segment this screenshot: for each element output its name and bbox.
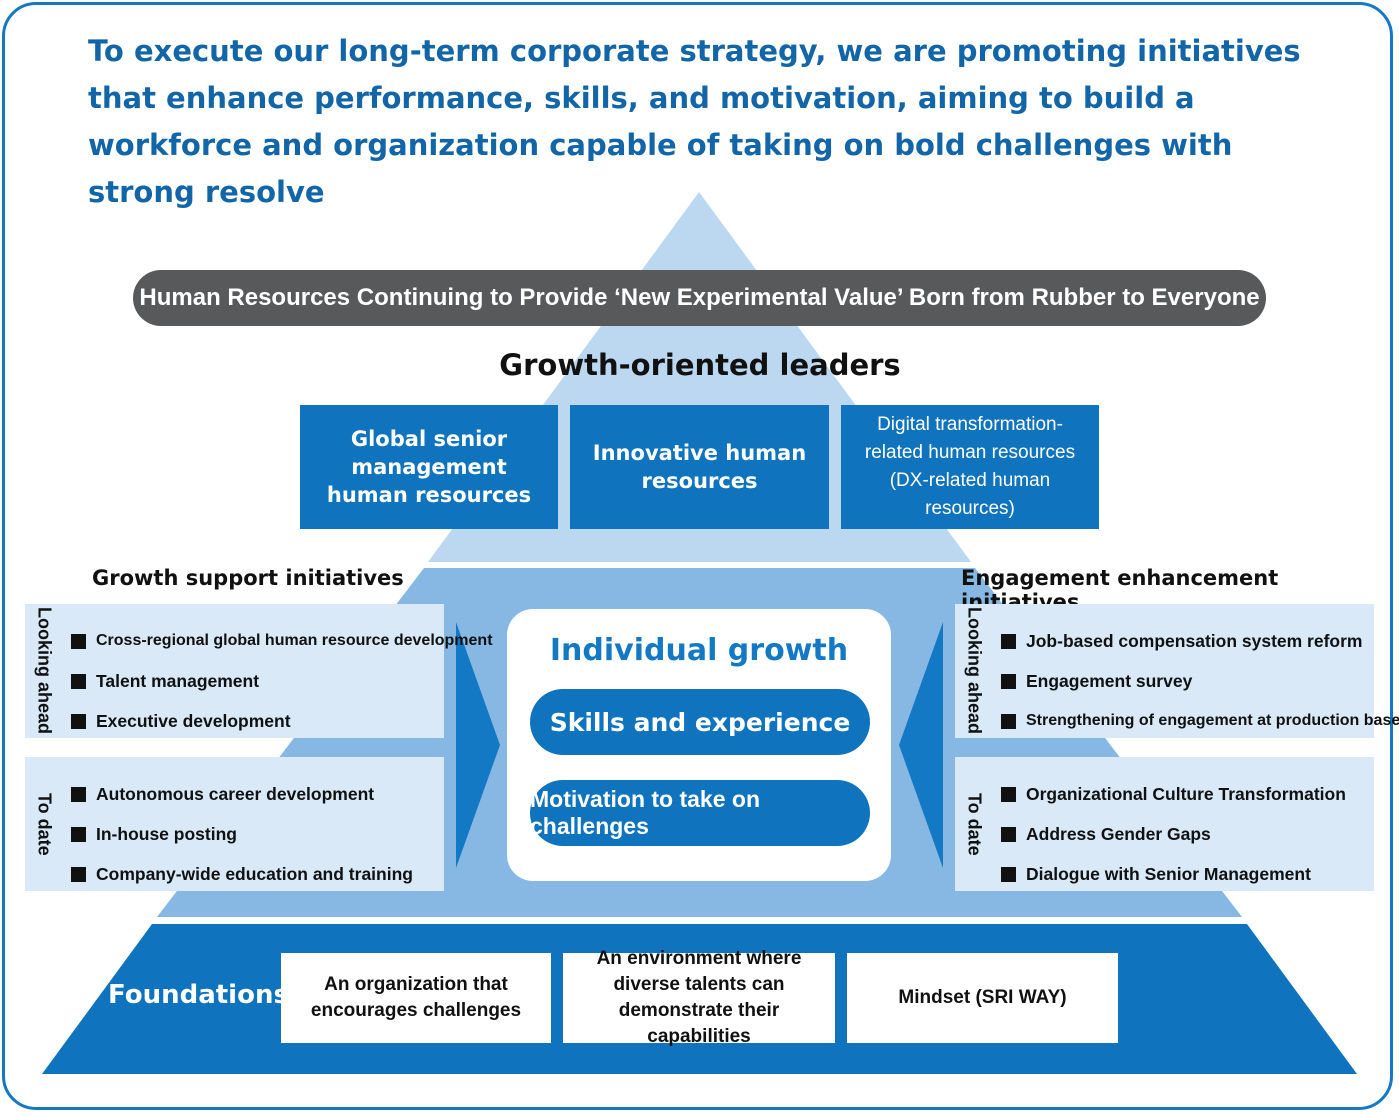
pyramid-top-tier [428, 192, 971, 562]
individual-growth-box: Individual growth Skills and experience … [507, 609, 891, 881]
leader-box-label: Global senior management human resources [326, 427, 532, 507]
leader-box-label: Digital transformation-related human res… [864, 414, 1076, 519]
square-bullet-icon [71, 713, 86, 729]
list-item: Cross-regional global human resource dev… [71, 621, 493, 661]
square-bullet-icon [1001, 866, 1016, 882]
square-bullet-icon [71, 786, 86, 802]
vertical-label: To date [955, 757, 993, 891]
list-item-text: Address Gender Gaps [1026, 823, 1211, 844]
list-item: Talent management [71, 661, 493, 701]
square-bullet-icon [1001, 826, 1016, 842]
foundation-box-label: Mindset (SRI WAY) [898, 987, 1067, 1008]
looking-ahead-label: Looking ahead [34, 607, 55, 735]
list-item-text: Executive development [96, 710, 291, 731]
engagement-to-date-panel: To date Organizational Culture Transform… [955, 757, 1374, 891]
square-bullet-icon [71, 866, 86, 882]
to-date-label: To date [34, 792, 55, 856]
leaders-title: Growth-oriented leaders [499, 348, 901, 382]
leader-box-innovative: Innovative human resources [570, 405, 829, 529]
leader-box-label: Innovative human resources [592, 441, 807, 493]
item-list: Cross-regional global human resource dev… [71, 621, 493, 741]
list-item-text: Talent management [96, 670, 260, 691]
list-item: Executive development [71, 701, 493, 741]
foundation-box-organization: An organization that encourages challeng… [281, 953, 551, 1043]
list-item-text: Company-wide education and training [96, 863, 413, 884]
list-item: Autonomous career development [71, 774, 413, 814]
foundation-box-environment: An environment where diverse talents can… [563, 948, 835, 1047]
list-item: Address Gender Gaps [1001, 814, 1346, 854]
list-item-text: Job-based compensation system reform [1026, 630, 1363, 651]
to-date-label: To date [964, 792, 985, 856]
square-bullet-icon [1001, 786, 1016, 802]
square-bullet-icon [71, 673, 86, 689]
list-item: Dialogue with Senior Management [1001, 854, 1346, 894]
leader-box-dx: Digital transformation-related human res… [841, 405, 1099, 529]
list-item-text: Autonomous career development [96, 783, 375, 804]
mission-banner: Human Resources Continuing to Provide ‘N… [133, 270, 1266, 326]
list-item-text: Organizational Culture Transformation [1026, 783, 1346, 804]
left-arrow-right-icon [456, 622, 500, 868]
growth-looking-ahead-panel: Looking ahead Cross-regional global huma… [25, 604, 493, 738]
headline: To execute our long-term corporate strat… [88, 34, 1301, 209]
foundations-label: Foundations [108, 980, 289, 1010]
foundation-box-label: An organization that encourages challeng… [310, 974, 522, 1021]
motivation-pill: Motivation to take on challenges [530, 780, 870, 846]
item-list: Job-based compensation system reform Eng… [1001, 621, 1399, 741]
looking-ahead-label: Looking ahead [964, 607, 985, 735]
list-item-text: Cross-regional global human resource dev… [96, 632, 493, 649]
list-item: Job-based compensation system reform [1001, 621, 1399, 661]
pill-label: Skills and experience [549, 707, 851, 737]
square-bullet-icon [71, 826, 86, 842]
vertical-label: Looking ahead [25, 604, 63, 738]
foundation-box-label: An environment where diverse talents can… [596, 948, 802, 1047]
pill-label: Motivation to take on challenges [530, 786, 760, 839]
list-item: Organizational Culture Transformation [1001, 774, 1346, 814]
individual-growth-title: Individual growth [549, 633, 849, 668]
list-item: Strengthening of engagement at productio… [1001, 701, 1399, 741]
item-list: Organizational Culture Transformation Ad… [1001, 774, 1346, 894]
growth-to-date-panel: To date Autonomous career development In… [25, 757, 444, 891]
list-item: Company-wide education and training [71, 854, 413, 894]
list-item-text: Strengthening of engagement at productio… [1026, 712, 1399, 729]
growth-support-title: Growth support initiatives [92, 566, 404, 590]
skills-pill: Skills and experience [530, 689, 870, 755]
engagement-looking-ahead-panel: Looking ahead Job-based compensation sys… [955, 604, 1399, 738]
mission-banner-text: Human Resources Continuing to Provide ‘N… [139, 284, 1260, 311]
list-item-text: Dialogue with Senior Management [1026, 863, 1311, 884]
list-item-text: In-house posting [96, 823, 237, 844]
foundation-box-mindset: Mindset (SRI WAY) [847, 953, 1118, 1043]
list-item: In-house posting [71, 814, 413, 854]
list-item-text: Engagement survey [1026, 670, 1193, 691]
item-list: Autonomous career development In-house p… [71, 774, 413, 894]
leader-box-global-senior: Global senior management human resources [300, 405, 558, 529]
right-arrow-left-icon [899, 622, 943, 868]
vertical-label: To date [25, 757, 63, 891]
vertical-label: Looking ahead [955, 604, 993, 738]
square-bullet-icon [1001, 633, 1016, 649]
list-item: Engagement survey [1001, 661, 1399, 701]
square-bullet-icon [1001, 713, 1016, 729]
square-bullet-icon [71, 633, 86, 649]
square-bullet-icon [1001, 673, 1016, 689]
